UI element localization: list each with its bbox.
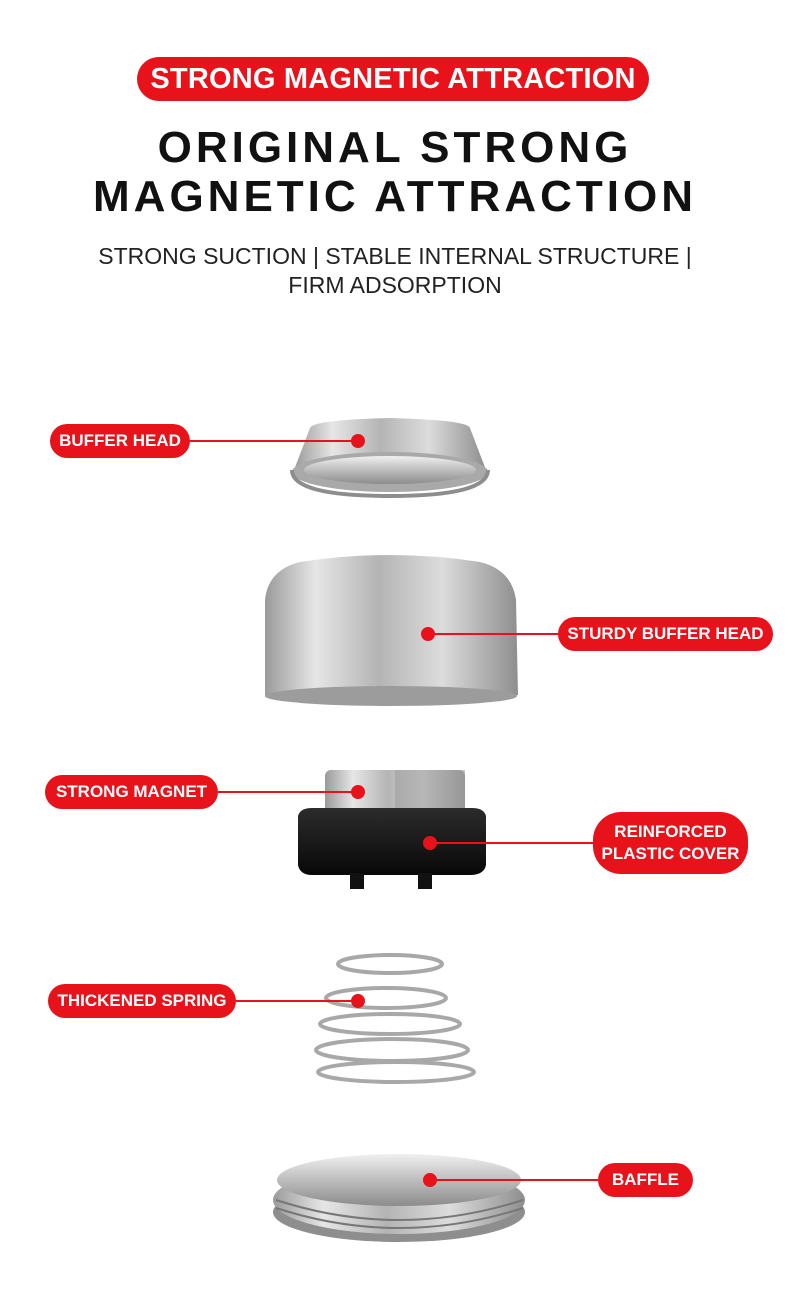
callout-reinforced-line-1: REINFORCED (614, 822, 727, 841)
thickened-spring-part (314, 953, 476, 1084)
leader-dot-buffer-head (351, 434, 365, 448)
subtitle-line-2: FIRM ADSORPTION (288, 272, 502, 298)
callout-thickened-spring: THICKENED SPRING (48, 984, 236, 1018)
callout-reinforced-line-2: PLASTIC COVER (601, 844, 740, 863)
leader-dot-reinforced-cover (423, 836, 437, 850)
callout-sturdy-buffer-head: STURDY BUFFER HEAD (558, 617, 773, 651)
leader-dot-strong-magnet (351, 785, 365, 799)
callout-buffer-head: BUFFER HEAD (50, 424, 190, 458)
reinforced-plastic-cover-part (298, 808, 486, 889)
title-banner: STRONG MAGNETIC ATTRACTION (137, 57, 649, 101)
leader-lines (190, 434, 598, 1187)
baffle-part (273, 1154, 525, 1242)
leader-dot-sturdy-buffer-head (421, 627, 435, 641)
leader-dot-thickened-spring (351, 994, 365, 1008)
callout-strong-magnet: STRONG MAGNET (45, 775, 218, 809)
buffer-head-part (290, 418, 490, 499)
headline-line-2: MAGNETIC ATTRACTION (93, 172, 697, 221)
leader-dot-baffle (423, 1173, 437, 1187)
subtitle-line-1: STRONG SUCTION | STABLE INTERNAL STRUCTU… (98, 243, 692, 269)
sturdy-buffer-head-part (265, 555, 518, 706)
headline-line-1: ORIGINAL STRONG (157, 123, 633, 172)
callout-baffle: BAFFLE (598, 1163, 693, 1197)
callout-reinforced-plastic-cover: REINFORCED PLASTIC COVER (593, 812, 748, 874)
